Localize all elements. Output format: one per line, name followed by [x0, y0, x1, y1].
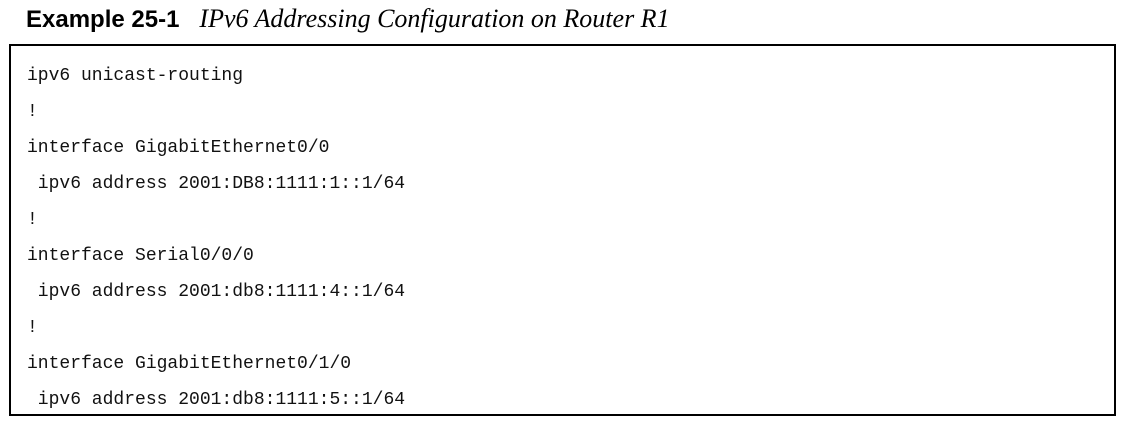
- code-line: !: [27, 318, 38, 338]
- code-line: interface GigabitEthernet0/0: [27, 138, 330, 158]
- code-listing-box: ipv6 unicast-routing ! interface Gigabit…: [9, 44, 1116, 416]
- code-line: ipv6 address 2001:DB8:1111:1::1/64: [27, 174, 406, 194]
- code-line: interface Serial0/0/0: [27, 246, 254, 266]
- example-caption: Example 25-1 IPv6 Addressing Configurati…: [26, 4, 670, 40]
- code-line: !: [27, 102, 38, 122]
- example-title: IPv6 Addressing Configuration on Router …: [199, 4, 670, 33]
- example-label: Example 25-1: [26, 6, 180, 33]
- code-line: ipv6 unicast-routing: [27, 66, 244, 86]
- code-line: !: [27, 210, 38, 230]
- code-lines: ipv6 unicast-routing ! interface Gigabit…: [27, 58, 405, 418]
- code-line: ipv6 address 2001:db8:1111:4::1/64: [27, 282, 406, 302]
- code-line: interface GigabitEthernet0/1/0: [27, 354, 352, 374]
- code-line: ipv6 address 2001:db8:1111:5::1/64: [27, 390, 406, 410]
